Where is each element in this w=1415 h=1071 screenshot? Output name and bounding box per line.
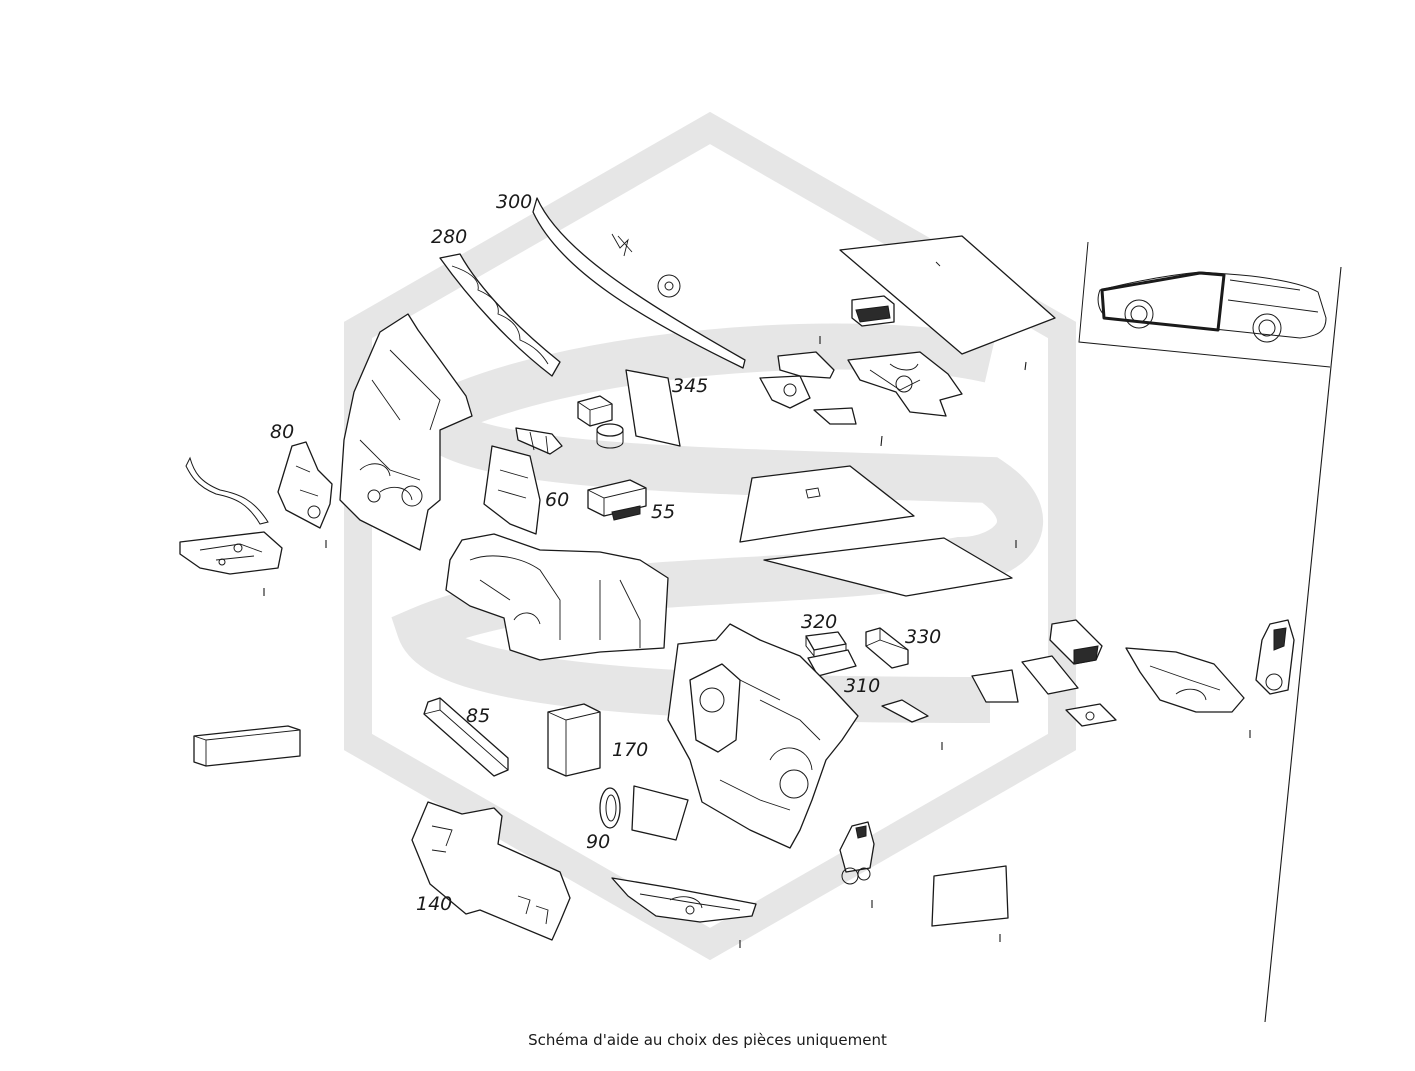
part-310-pad[interactable] [881,699,929,723]
part-85-bar[interactable] [423,697,509,777]
callout-320[interactable]: 320 [801,611,837,633]
callout-55[interactable]: 55 [651,501,675,523]
callout-90[interactable]: 90 [586,831,610,853]
part-80-side-panel[interactable] [277,441,333,529]
part-left-inner-panel[interactable] [339,313,473,551]
part-300-roof-panel[interactable] [532,197,746,369]
part-60-panel[interactable] [483,445,541,535]
callout-170[interactable]: 170 [612,739,648,761]
part-left-strip[interactable] [185,456,269,525]
small-block-a[interactable] [577,395,613,427]
callout-85[interactable]: 85 [466,705,490,727]
part-left-lower-bracket[interactable] [179,531,283,575]
callout-345[interactable]: 345 [672,375,708,397]
callout-330[interactable]: 330 [905,626,941,648]
part-foam-block-left[interactable] [193,725,301,767]
callout-300[interactable]: 300 [496,191,532,213]
part-345-insulation-pad[interactable] [625,369,681,447]
part-rear-trim-b[interactable] [1021,655,1079,695]
callout-80[interactable]: 80 [270,421,294,443]
small-cylinder[interactable] [596,423,624,449]
callout-60[interactable]: 60 [545,489,569,511]
part-firewall-right[interactable] [667,623,859,849]
part-rear-floor-right[interactable] [1125,647,1245,713]
part-center-pad-upper[interactable] [739,465,915,543]
part-140-panel[interactable] [411,801,571,941]
part-330-block[interactable] [865,627,909,669]
callout-280[interactable]: 280 [431,226,467,248]
vehicle-thumbnail[interactable] [1078,241,1331,368]
part-170-block[interactable] [547,703,601,777]
brand-watermark-icon [344,111,1076,961]
part-90-ring[interactable] [599,787,621,829]
part-flat-pad[interactable] [931,865,1009,927]
part-lower-floor-bracket[interactable] [611,877,757,923]
callout-310[interactable]: 310 [844,675,880,697]
part-grommet[interactable] [839,821,875,885]
part-firewall-left[interactable] [445,533,669,661]
part-rear-box[interactable] [1049,619,1103,665]
part-rear-pillar-trim[interactable] [1255,619,1295,695]
footer-note: Schéma d'aide au choix des pièces unique… [528,1031,887,1049]
frame-line [1264,266,1342,1023]
part-large-cover-panel[interactable] [839,235,1056,355]
connector-block[interactable] [851,295,895,327]
part-55-module[interactable] [587,479,647,521]
part-rear-trim-a[interactable] [971,669,1019,703]
part-pad-near-90[interactable] [631,785,689,841]
part-center-pad-lower[interactable] [763,537,1013,597]
part-rear-bracket-left[interactable] [759,351,857,425]
leader-ticks [263,336,1251,948]
part-rear-bracket-small[interactable] [1065,703,1117,727]
small-bracket[interactable] [515,427,563,455]
part-280-trim-strip[interactable] [439,253,561,377]
part-rear-floor-center[interactable] [847,351,963,417]
callout-140[interactable]: 140 [416,893,452,915]
